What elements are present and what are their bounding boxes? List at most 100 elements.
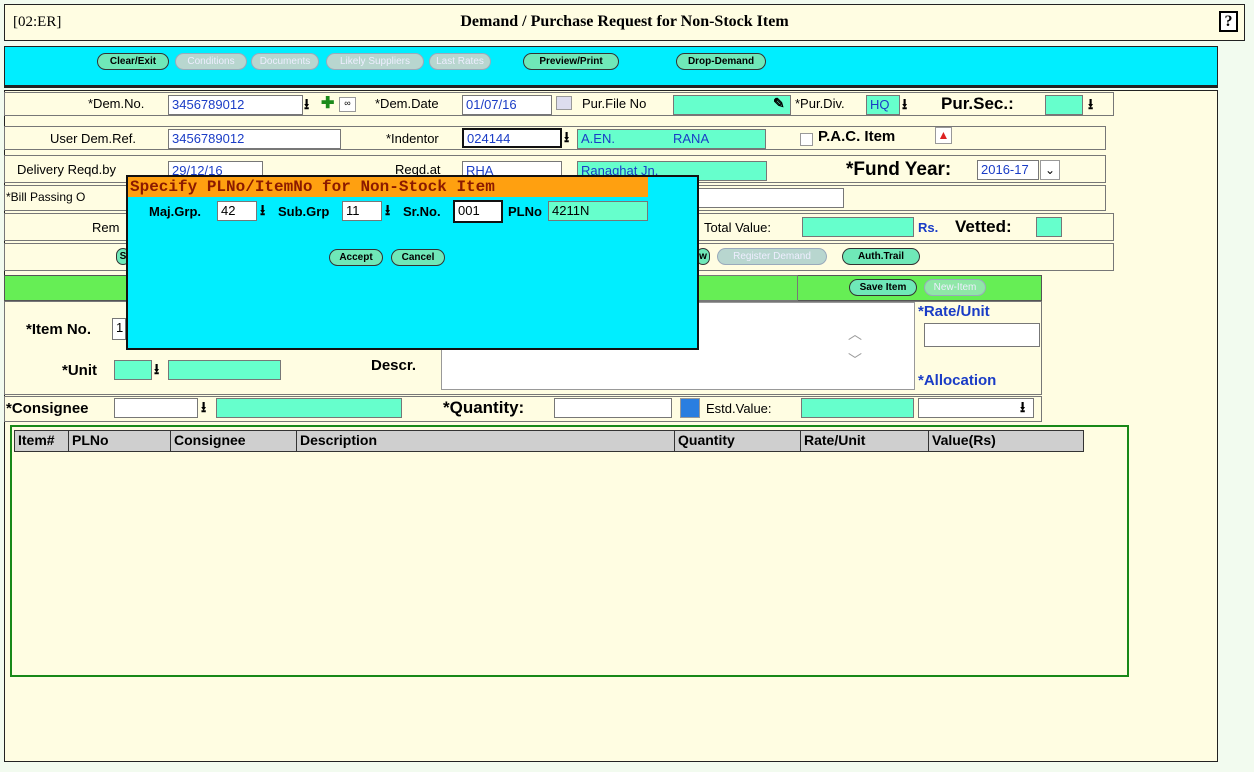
unit-label: *Unit <box>62 362 97 379</box>
user-ref-label: User Dem.Ref. <box>50 131 136 146</box>
upload-icon[interactable]: ▲ <box>935 127 952 144</box>
dialog-title: Specify PLNo/ItemNo for Non-Stock Item <box>128 177 648 197</box>
column-header-description[interactable]: Description <box>296 430 676 452</box>
pac-item-label: P.A.C. Item <box>818 128 896 145</box>
textarea-scroll-down-icon[interactable]: ﹀ <box>848 352 862 368</box>
reqd-at-name: Ranaghat Jn. <box>577 161 767 181</box>
save-item-button[interactable]: Save Item <box>849 279 917 296</box>
fund-year-dropdown-icon[interactable]: ⌄ <box>1040 160 1060 180</box>
sub-grp-field[interactable]: 11 <box>342 201 382 221</box>
indentor-lookup-arrow-icon[interactable]: ⭳ <box>564 129 570 146</box>
total-value-label: Total Value: <box>704 220 771 235</box>
column-header-rate-unit[interactable]: Rate/Unit <box>800 430 930 452</box>
sub-grp-lookup-arrow-icon[interactable]: ⭳ <box>385 202 391 219</box>
textarea-scroll-up-icon[interactable]: ︿ <box>848 326 862 342</box>
rs-label: Rs. <box>918 220 939 235</box>
items-grid: Item# PLNo Consignee Description Quantit… <box>10 425 1129 677</box>
view-binoculars-icon[interactable]: ∞ <box>339 97 356 112</box>
maj-grp-label: Maj.Grp. <box>149 204 202 219</box>
sub-grp-label: Sub.Grp <box>278 204 330 219</box>
maj-grp-lookup-arrow-icon[interactable]: ⭳ <box>260 202 266 219</box>
pur-sec-field[interactable] <box>1045 95 1083 115</box>
pur-div-lookup-arrow-icon[interactable]: ⭳ <box>902 96 908 113</box>
vetted-field <box>1036 217 1062 237</box>
dem-no-lookup-arrow-icon[interactable]: ⭳ <box>304 96 310 113</box>
register-demand-button[interactable]: Register Demand <box>717 248 827 265</box>
indentor-designation: A.EN. <box>577 129 673 149</box>
save-disk-icon[interactable] <box>680 398 700 418</box>
remarks-label: Rem <box>92 220 120 235</box>
calendar-icon[interactable] <box>556 96 572 110</box>
last-rates-button[interactable]: Last Rates <box>429 53 491 70</box>
plno-field: 4211N <box>548 201 648 221</box>
conditions-button[interactable]: Conditions <box>175 53 247 70</box>
sr-no-field[interactable]: 001 <box>453 200 503 223</box>
item-no-label: *Item No. <box>26 321 92 338</box>
quantity-label: *Quantity: <box>443 398 525 417</box>
pac-item-checkbox[interactable] <box>800 133 813 146</box>
item-no-field[interactable]: 1 <box>112 318 126 340</box>
unit-lookup-arrow-icon[interactable]: ⭳ <box>154 361 160 378</box>
consignee-lookup-arrow-icon[interactable]: ⭳ <box>201 399 207 416</box>
column-header-plno[interactable]: PLNo <box>68 430 172 452</box>
estd-value-label: Estd.Value: <box>706 401 772 416</box>
sr-no-label: Sr.No. <box>403 204 441 219</box>
fund-year-select[interactable]: 2016-17 <box>977 160 1039 180</box>
bill-passing-label: *Bill Passing O <box>6 190 86 204</box>
page-title: Demand / Purchase Request for Non-Stock … <box>460 13 789 30</box>
column-header-item-no[interactable]: Item# <box>14 430 70 452</box>
quantity-field[interactable] <box>554 398 672 418</box>
allocation-label: *Allocation <box>918 372 997 389</box>
estd-value-field <box>801 398 914 418</box>
column-header-quantity[interactable]: Quantity <box>674 430 802 452</box>
pur-file-label: Pur.File No <box>582 96 647 111</box>
pur-file-field[interactable] <box>673 95 791 115</box>
auth-trail-button[interactable]: Auth.Trail <box>842 248 920 265</box>
pur-sec-label: Pur.Sec.: <box>941 94 1014 113</box>
likely-suppliers-button[interactable]: Likely Suppliers <box>326 53 424 70</box>
unit-field[interactable] <box>114 360 152 380</box>
reqd-at-label: Reqd.at <box>395 162 441 177</box>
documents-button[interactable]: Documents <box>251 53 319 70</box>
descr-label: Descr. <box>371 357 417 374</box>
column-header-consignee[interactable]: Consignee <box>170 430 298 452</box>
pur-div-label: *Pur.Div. <box>795 96 845 111</box>
consignee-field[interactable] <box>114 398 198 418</box>
vetted-label: Vetted: <box>955 217 1012 236</box>
drop-demand-button[interactable]: Drop-Demand <box>676 53 766 70</box>
pur-sec-lookup-arrow-icon[interactable]: ⭳ <box>1088 96 1094 113</box>
allocation-field[interactable] <box>918 398 1034 418</box>
consignee-label: *Consignee <box>6 400 89 417</box>
add-icon[interactable]: ✚ <box>321 95 335 112</box>
indentor-name: RANA <box>670 129 766 149</box>
help-icon[interactable]: ? <box>1219 11 1238 32</box>
column-header-value[interactable]: Value(Rs) <box>928 430 1084 452</box>
preview-print-button[interactable]: Preview/Print <box>523 53 619 70</box>
consignee-name <box>216 398 402 418</box>
total-value-field <box>802 217 914 237</box>
indentor-field[interactable]: 024144 <box>462 128 562 148</box>
dem-no-label: *Dem.No. <box>88 96 145 111</box>
fund-year-label: *Fund Year: <box>846 159 952 180</box>
dem-no-field[interactable]: 3456789012 <box>168 95 303 115</box>
maj-grp-field[interactable]: 42 <box>217 201 257 221</box>
title-bar: [02:ER] Demand / Purchase Request for No… <box>4 4 1245 41</box>
bill-passing-field[interactable] <box>688 188 844 208</box>
dem-date-label: *Dem.Date <box>375 96 439 111</box>
item-band-cell <box>698 275 798 301</box>
indentor-label: *Indentor <box>386 131 439 146</box>
cancel-button[interactable]: Cancel <box>391 249 445 266</box>
edit-pencil-icon[interactable]: ✎ <box>773 95 785 111</box>
delivery-label: Delivery Reqd.by <box>17 162 116 177</box>
rate-unit-field[interactable] <box>924 323 1040 347</box>
toolbar: Clear/Exit Conditions Documents Likely S… <box>4 46 1218 88</box>
user-ref-field[interactable]: 3456789012 <box>168 129 341 149</box>
clear-exit-button[interactable]: Clear/Exit <box>97 53 169 70</box>
dem-date-field[interactable]: 01/07/16 <box>462 95 552 115</box>
pur-div-field[interactable]: HQ <box>866 95 900 115</box>
allocation-lookup-arrow-icon[interactable]: ⭳ <box>1020 399 1026 416</box>
plno-dialog: Specify PLNo/ItemNo for Non-Stock Item M… <box>126 175 699 350</box>
accept-button[interactable]: Accept <box>329 249 383 266</box>
screen-code: [02:ER] <box>13 14 62 30</box>
new-item-button[interactable]: New-Item <box>924 279 986 296</box>
